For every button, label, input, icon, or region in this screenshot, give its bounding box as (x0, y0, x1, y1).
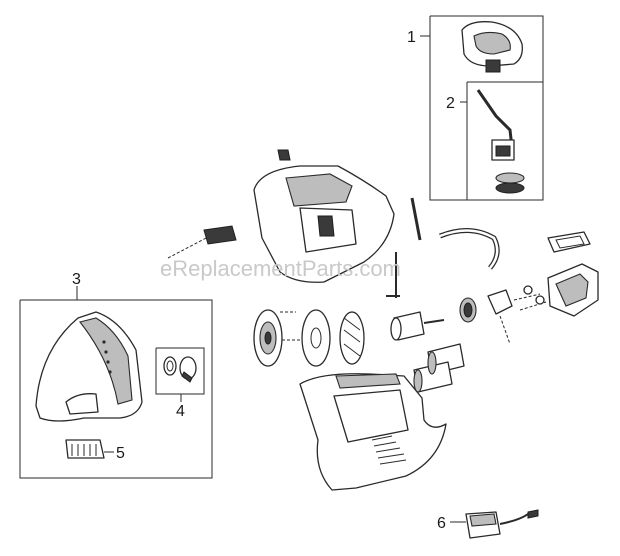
main-housing-lower[interactable] (299, 373, 447, 491)
part-switch-linkage[interactable] (487, 285, 547, 345)
group-box-1: 1 2 (407, 15, 544, 201)
part-fan[interactable] (339, 311, 365, 365)
main-housing-upper[interactable] (253, 149, 395, 283)
part-filter[interactable] (65, 439, 105, 459)
part-screws-left[interactable] (167, 225, 237, 259)
part-filter-seals[interactable] (163, 356, 197, 383)
watermark: eReplacementParts.com (160, 256, 401, 281)
callout-2: 2 (446, 95, 455, 112)
part-contact-plate[interactable] (547, 231, 591, 253)
part-impeller-disc[interactable] (301, 309, 331, 367)
assembly-guide-lines (280, 311, 300, 341)
part-impeller-front[interactable] (253, 309, 283, 367)
callout-3: 3 (72, 271, 81, 288)
part-wand[interactable] (476, 89, 525, 194)
part-dirt-cup[interactable] (35, 311, 143, 422)
vent-slots (371, 435, 407, 465)
part-switch-housing[interactable] (547, 263, 599, 317)
callout-1: 1 (407, 29, 416, 46)
callout-4: 4 (176, 403, 185, 420)
callout-5: 5 (116, 445, 125, 462)
part-hose[interactable] (439, 228, 500, 270)
part-motor[interactable] (390, 297, 477, 341)
part-charger[interactable] (465, 509, 539, 539)
part-rods[interactable] (386, 197, 422, 298)
part-battery-pack[interactable] (413, 343, 465, 393)
part-nozzle[interactable] (461, 21, 523, 73)
group-box-3: 3 4 5 (19, 271, 213, 479)
callout-6: 6 (437, 515, 446, 532)
